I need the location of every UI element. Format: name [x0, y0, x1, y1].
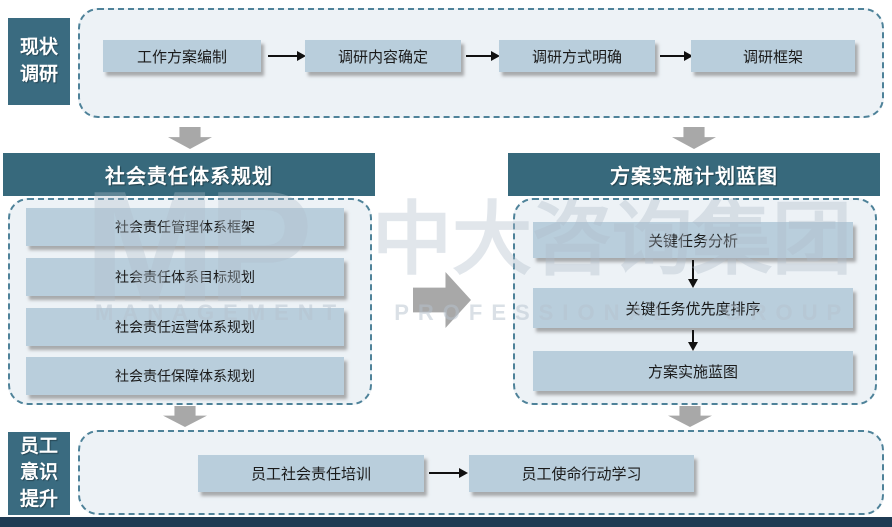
arrow-right-icon: [660, 51, 693, 61]
arrow-right-icon: [268, 51, 306, 61]
survey-section-label: 现状 调研: [8, 18, 70, 105]
block-arrow-right-icon: [413, 272, 471, 328]
blueprint-item-2: 关键任务优先度排序: [533, 288, 853, 328]
blueprint-header: 方案实施计划蓝图: [508, 153, 880, 196]
awareness-section-label: 员工 意识 提升: [8, 432, 70, 515]
arrow-right-icon: [429, 468, 468, 478]
survey-step-3: 调研方式明确: [499, 40, 655, 72]
awareness-step-2: 员工使命行动学习: [469, 455, 694, 492]
block-arrow-down-icon: [668, 406, 712, 427]
planning-header: 社会责任体系规划: [3, 153, 375, 196]
planning-item-3: 社会责任运营体系规划: [26, 308, 344, 346]
planning-item-4: 社会责任保障体系规划: [26, 357, 344, 395]
survey-step-4: 调研框架: [691, 40, 855, 72]
block-arrow-down-icon: [168, 127, 212, 149]
arrow-down-icon: [688, 330, 698, 351]
planning-item-1: 社会责任管理体系框架: [26, 208, 344, 246]
survey-step-1: 工作方案编制: [103, 40, 261, 72]
survey-step-2: 调研内容确定: [305, 40, 461, 72]
block-arrow-down-icon: [163, 406, 207, 427]
bottom-accent-bar: [0, 517, 892, 527]
block-arrow-down-icon: [672, 127, 716, 149]
arrow-down-icon: [688, 260, 698, 288]
awareness-step-1: 员工社会责任培训: [198, 455, 424, 492]
planning-item-2: 社会责任体系目标规划: [26, 258, 344, 296]
blueprint-item-3: 方案实施蓝图: [533, 351, 853, 391]
blueprint-item-1: 关键任务分析: [533, 222, 853, 258]
arrow-right-icon: [466, 51, 500, 61]
